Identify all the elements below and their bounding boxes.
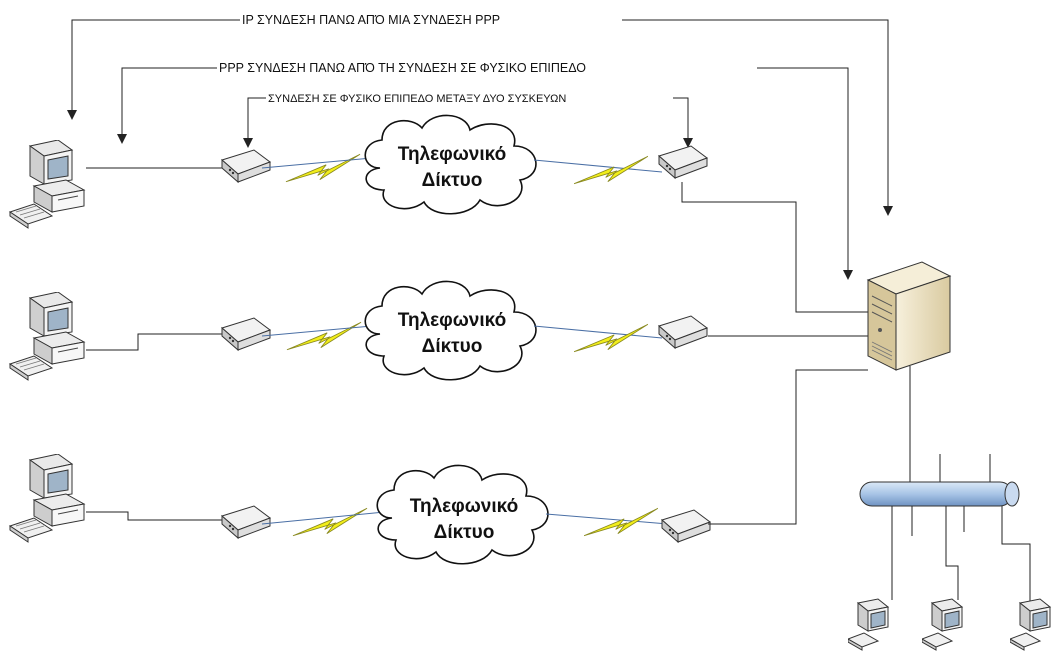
link-line [533,325,663,339]
modem-icon [221,505,271,539]
lightning-bolt-icon [286,321,362,351]
cloud-line-1: Τηλεφωνικό [398,144,506,165]
modem-icon [221,149,271,183]
pc-modem-cable [86,511,222,521]
cloud-line-2: Δίκτυο [422,336,483,357]
link-line [261,325,373,337]
workstation-icon [1010,598,1051,651]
physical-connection-label: ΣΥΝΔΕΣΗ ΣΕ ΦΥΣΙΚΟ ΕΠΙΠΕΔΟ ΜΕΤΑΞΥ ΔΥΟ ΣΥΣ… [268,93,566,105]
row-2: Τηλεφωνικό Δίκτυο [9,280,868,381]
pc-modem-cable [86,333,222,351]
modem-icon [658,315,708,349]
physical-connection-arrow [243,97,693,148]
link-line [533,159,663,173]
link-line [261,511,385,525]
lan-cable [1001,506,1031,604]
telephone-network-cloud: Τηλεφωνικό Δίκτυο [364,114,537,215]
lightning-bolt-icon [285,153,361,183]
desktop-computer-icon [9,292,85,381]
cloud-line-1: Τηλεφωνικό [398,310,506,331]
row-3: Τηλεφωνικό Δίκτυο [9,369,868,565]
modem-icon [658,145,708,179]
cloud-line-2: Δίκτυο [434,522,495,543]
modem-server-cable [681,182,868,313]
cloud-line-1: Τηλεφωνικό [410,496,518,517]
telephone-network-cloud: Τηλεφωνικό Δίκτυο [376,464,549,565]
modem-icon [661,509,711,543]
network-bus-icon [859,454,1020,536]
lightning-bolt-icon [292,507,368,537]
workstation-icon [922,598,963,651]
desktop-computer-icon [9,140,85,229]
ip-connection-arrow [67,19,893,216]
modem-icon [221,317,271,351]
row-1: Τηλεφωνικό Δίκτυο [9,114,868,313]
link-line [261,157,373,169]
ip-connection-label: IP ΣΥΝΔΕΣΗ ΠΑΝΩ ΑΠΌ ΜΙΑ ΣΥΝΔΕΣΗ PPP [242,13,500,27]
telephone-network-cloud: Τηλεφωνικό Δίκτυο [364,280,537,381]
lan-cable [945,506,959,600]
link-line [545,513,669,525]
desktop-computer-icon [9,454,85,543]
server-tower-icon [866,261,952,371]
modem-server-cable [708,369,868,525]
lightning-bolt-icon [574,323,648,353]
cloud-line-2: Δίκτυο [422,170,483,191]
ppp-connection-arrow [117,67,853,280]
ppp-connection-label: PPP ΣΥΝΔΕΣΗ ΠΑΝΩ ΑΠΌ ΤΗ ΣΥΝΔΕΣΗ ΣΕ ΦΥΣΙΚ… [219,61,586,75]
workstation-icon [848,598,889,651]
